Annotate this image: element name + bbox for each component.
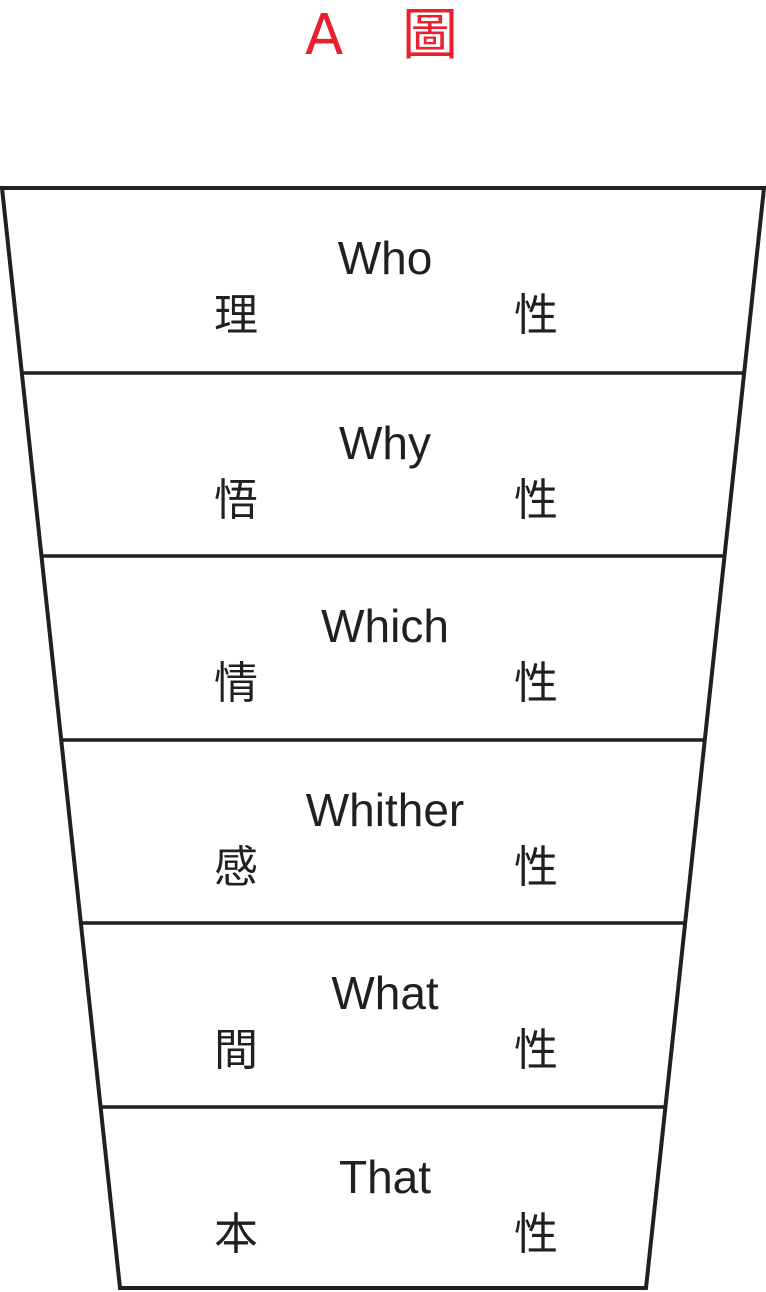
level-left-char: 間 <box>214 1025 258 1076</box>
level-name: What <box>331 967 439 1019</box>
level-left-char: 情 <box>214 658 258 709</box>
level-right-char: 性 <box>514 1025 558 1076</box>
level-right-char: 性 <box>514 658 558 709</box>
level-right-char: 性 <box>514 842 558 893</box>
funnel-level-what: What 間 性 <box>214 967 558 1076</box>
funnel-level-who: Who 理 性 <box>214 232 558 341</box>
level-left-char: 感 <box>214 842 258 893</box>
level-left-char: 本 <box>214 1209 258 1260</box>
funnel-outline <box>0 186 766 1290</box>
level-right-char: 性 <box>514 1209 558 1260</box>
diagram-title: A 圖 <box>0 0 766 80</box>
level-name: Why <box>339 417 431 469</box>
funnel-level-which: Which 情 性 <box>214 600 558 709</box>
level-name: Whither <box>306 784 464 836</box>
level-left-char: 理 <box>214 290 258 341</box>
funnel-level-whither: Whither 感 性 <box>214 784 558 893</box>
level-name: Who <box>338 232 433 284</box>
level-name: Which <box>321 600 449 652</box>
funnel-level-why: Why 悟 性 <box>214 417 558 526</box>
level-left-char: 悟 <box>214 475 258 526</box>
title-letter: A <box>305 3 344 68</box>
title-label: 圖 <box>402 3 458 68</box>
funnel-level-that: That 本 性 <box>214 1151 558 1260</box>
level-right-char: 性 <box>514 475 558 526</box>
level-name: That <box>339 1151 431 1203</box>
level-right-char: 性 <box>514 290 558 341</box>
